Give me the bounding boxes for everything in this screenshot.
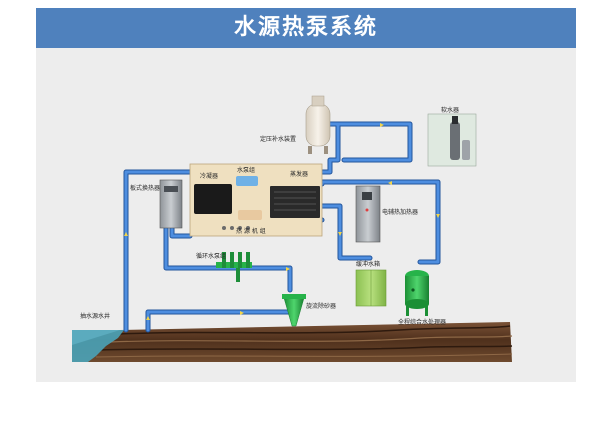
label-cyclone: 旋流除砂器	[306, 302, 336, 310]
label-softener: 软水器	[441, 106, 459, 114]
label-pressure-tank: 定压补水装置	[260, 135, 296, 143]
label-evaporator: 蒸发器	[290, 170, 308, 178]
label-electric-heater: 电辅热加热器	[382, 208, 418, 216]
water-source	[72, 330, 124, 362]
ground-layer	[72, 322, 513, 362]
electric-heater	[355, 185, 381, 243]
title-banner: 水源热泵系统	[36, 8, 576, 48]
cyclone-separator	[282, 294, 306, 327]
label-heat-exchanger: 板式换热器	[130, 184, 160, 192]
softener-unit	[427, 113, 477, 167]
pressure-tank	[305, 95, 331, 154]
label-backflow-pump: 循环水泵组	[196, 252, 226, 260]
pump-manifold	[216, 252, 252, 282]
label-unit: 热 源 机 组	[236, 227, 266, 235]
buffer-tank	[355, 269, 387, 307]
water-treatment-tank	[405, 270, 429, 316]
label-water-pump: 水泵组	[237, 166, 255, 174]
label-filter-tank: 全程综合水处理器	[398, 318, 446, 326]
label-condenser: 冷凝器	[200, 172, 218, 180]
heat-pump-unit	[189, 163, 323, 237]
label-water-tank: 缓冲水箱	[356, 260, 380, 268]
diagram-title: 水源热泵系统	[233, 15, 378, 40]
exchanger-panel	[164, 186, 178, 192]
label-well: 抽水源水井	[80, 312, 110, 320]
